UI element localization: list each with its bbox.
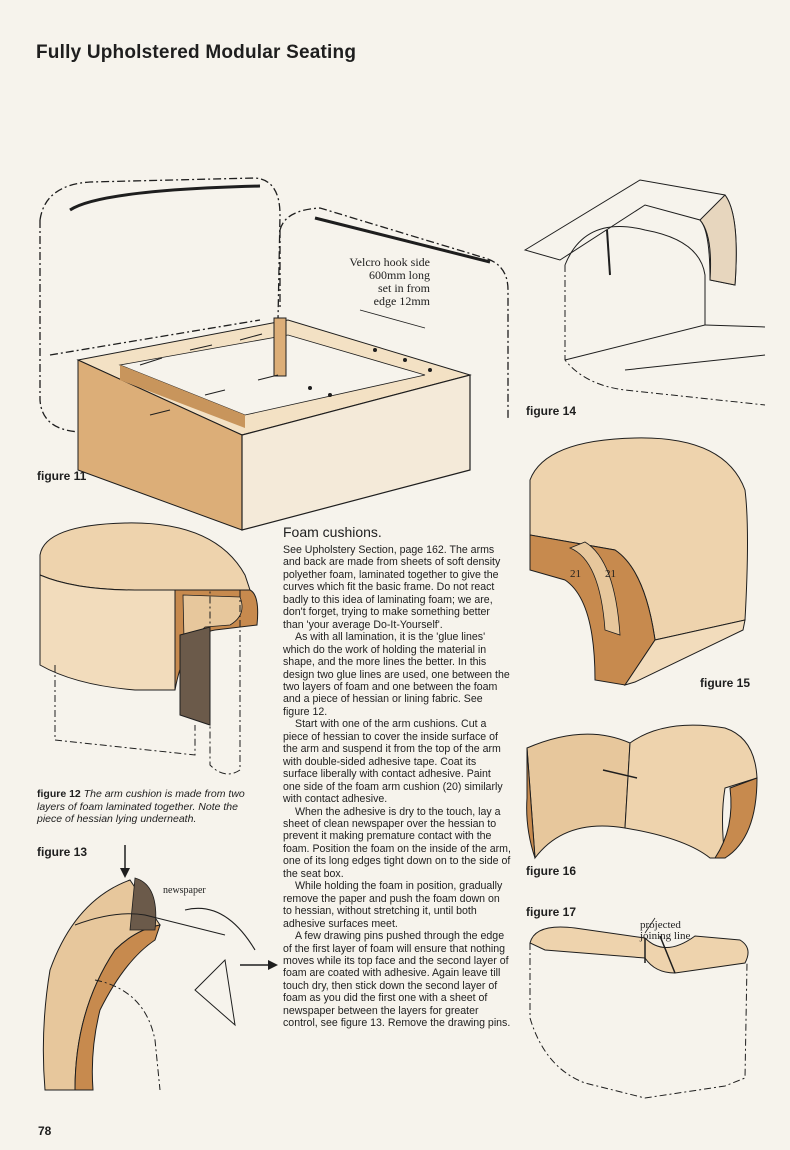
figure-15-label: figure 15	[700, 676, 751, 690]
figure-12-illustration	[39, 522, 259, 775]
article-paragraph: See Upholstery Section, page 162. The ar…	[283, 544, 501, 631]
page-number: 78	[38, 1124, 52, 1138]
figure-11-label: figure 11	[37, 469, 87, 483]
article-paragraph: A few drawing pins pushed through the ed…	[283, 930, 511, 1030]
figure-17-label: figure 17	[526, 905, 577, 919]
velcro-note-line: 600mm long	[368, 268, 430, 282]
article-paragraph: Start with one of the arm cushions. Cut …	[283, 718, 503, 806]
figure-11-illustration	[39, 177, 509, 531]
figure-16-label: figure 16	[526, 864, 577, 878]
projected-note-line: projected	[640, 919, 681, 931]
figure-15-mark: 21	[570, 568, 581, 580]
figure-14-label: figure 14	[526, 404, 577, 418]
figure-12-caption-text: The arm cushion is made from two layers …	[37, 788, 245, 825]
figure-15-illustration	[529, 437, 748, 686]
article-body: See Upholstery Section, page 162. The ar…	[283, 544, 511, 1030]
projected-joining-note: projected joining line	[640, 920, 690, 942]
figure-12-label: figure 12	[37, 788, 81, 800]
article-paragraph: When the adhesive is dry to the touch, l…	[283, 805, 511, 880]
section-heading: Foam cushions.	[283, 524, 382, 540]
article-paragraph: While holding the foam in position, grad…	[283, 880, 503, 930]
figure-12-caption: figure 12 The arm cushion is made from t…	[37, 788, 262, 826]
figure-17-illustration	[529, 917, 749, 1099]
figure-15-mark: 21	[605, 568, 616, 580]
projected-note-line: joining line	[640, 930, 691, 942]
article-paragraph: As with all lamination, it is the 'glue …	[283, 631, 510, 718]
velcro-note-line: Velcro hook side	[349, 255, 430, 269]
figure-14-illustration	[523, 179, 766, 406]
page-title: Fully Upholstered Modular Seating	[36, 42, 357, 63]
figure-13-label: figure 13	[37, 845, 88, 859]
figure-13-illustration	[42, 845, 278, 1091]
velcro-note-line: set in from	[378, 281, 430, 295]
newspaper-note: newspaper	[163, 885, 206, 896]
figure-16-illustration	[526, 724, 758, 860]
velcro-note: Velcro hook side 600mm long set in from …	[300, 256, 430, 308]
velcro-note-line: edge 12mm	[373, 294, 430, 308]
